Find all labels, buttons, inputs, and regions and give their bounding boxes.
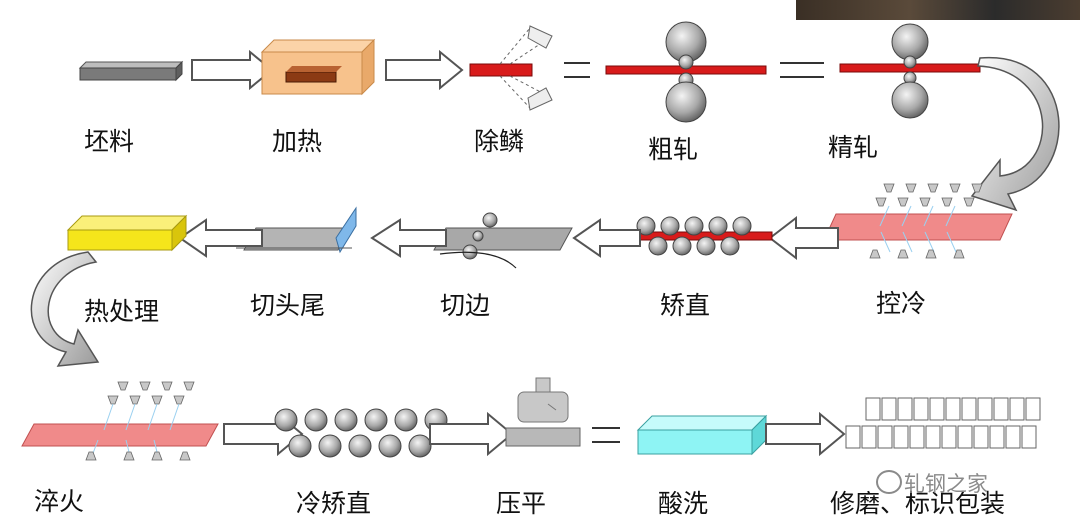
separator-icon bbox=[592, 427, 620, 443]
step-label-cold-straightening: 冷矫直 bbox=[296, 489, 372, 518]
step-label-flattening: 压平 bbox=[496, 489, 547, 518]
finishing-mill-icon bbox=[839, 23, 981, 119]
process-arrow-icon bbox=[178, 218, 263, 258]
process-arrow-icon bbox=[385, 49, 464, 91]
corner-photo-fragment bbox=[796, 0, 1080, 20]
step-label-finishing: 精轧 bbox=[828, 133, 879, 162]
process-arrow-icon bbox=[429, 411, 514, 457]
quenching-icon bbox=[21, 381, 219, 461]
step-label-finishing-packaging: 修磨、标识包装 bbox=[830, 489, 1006, 518]
crop-shear-icon bbox=[236, 206, 357, 254]
process-arrow-icon bbox=[572, 218, 641, 258]
separator-icon bbox=[564, 62, 824, 78]
step-label-crop-shear: 切头尾 bbox=[250, 291, 326, 320]
billet-icon bbox=[78, 60, 184, 82]
process-arrow-icon bbox=[768, 215, 839, 261]
straightening-machine-icon bbox=[621, 216, 773, 256]
process-arrow-icon bbox=[191, 49, 274, 91]
pickling-tank-icon bbox=[636, 414, 768, 456]
curved-arrow-icon bbox=[970, 57, 1060, 212]
heating-furnace-icon bbox=[260, 38, 376, 96]
step-label-heating: 加热 bbox=[272, 127, 323, 156]
process-arrow-icon bbox=[765, 411, 846, 457]
step-label-roughing: 粗轧 bbox=[648, 135, 699, 164]
step-label-straightening: 矫直 bbox=[660, 291, 711, 320]
edge-trimming-icon bbox=[433, 212, 573, 269]
controlled-cooling-icon bbox=[823, 183, 1013, 259]
step-label-quenching: 淬火 bbox=[34, 487, 85, 516]
descaling-icon bbox=[469, 25, 553, 111]
step-label-controlled-cooling: 控冷 bbox=[876, 289, 927, 318]
cold-straightening-icon bbox=[274, 408, 448, 458]
heat-treatment-icon bbox=[66, 214, 188, 252]
step-label-pickling: 酸洗 bbox=[658, 489, 709, 518]
step-label-edge-trimming: 切边 bbox=[440, 291, 491, 320]
flattening-press-icon bbox=[505, 377, 581, 447]
watermark-text: 轧钢之家 bbox=[904, 472, 988, 496]
step-label-descaling: 除鳞 bbox=[474, 127, 525, 156]
process-arrow-icon bbox=[370, 218, 447, 258]
step-label-heat-treatment: 热处理 bbox=[84, 297, 160, 326]
packaged-plates-icon bbox=[845, 397, 1041, 449]
step-label-billet: 坯料 bbox=[84, 127, 135, 156]
watermark-icon bbox=[876, 470, 902, 494]
roughing-mill-icon bbox=[605, 21, 767, 123]
curved-arrow-icon bbox=[30, 251, 100, 367]
